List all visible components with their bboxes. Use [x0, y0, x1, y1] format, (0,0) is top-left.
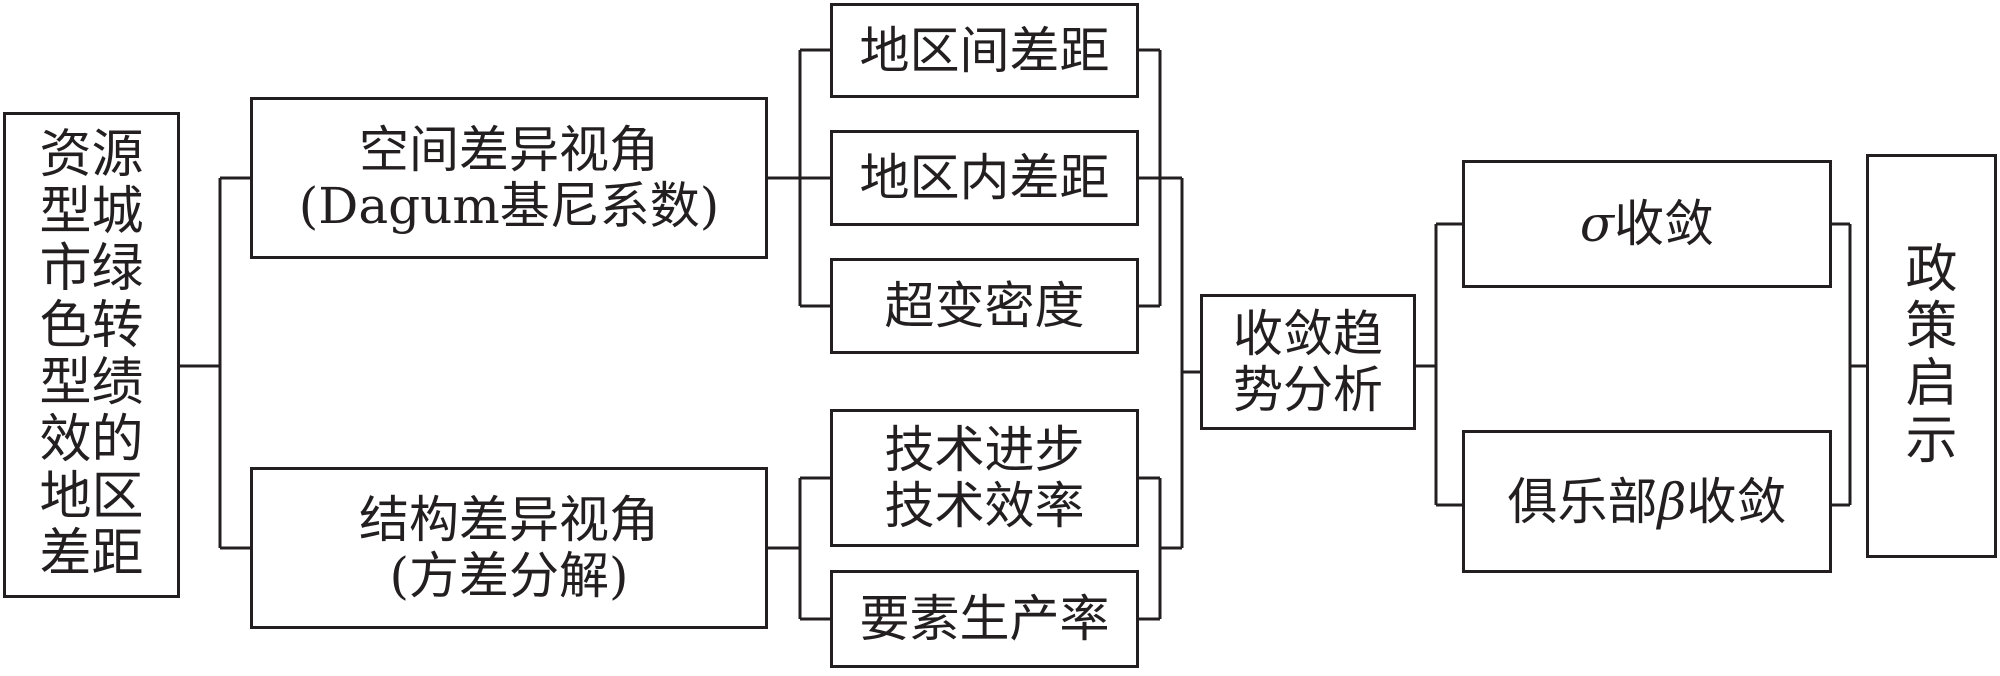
root-text-line: 资源 — [39, 125, 144, 185]
root-box: 资源 型城 市绿 色转 型绩 效的 地区 差距 — [3, 112, 180, 598]
connector-items-to-convergence — [1139, 48, 1200, 621]
policy-implications-box: 政 策 启 示 — [1866, 154, 1997, 558]
policy-text-line: 政 — [1905, 240, 1958, 300]
tech-progress-label: 技术进步 — [884, 421, 1085, 479]
sigma-convergence-label: σ收敛 — [1580, 196, 1714, 252]
convergence-analysis-line: 收敛趋 — [1233, 305, 1383, 363]
root-text-line: 型城 — [39, 182, 144, 242]
sigma-convergence-text: 收敛 — [1614, 195, 1715, 253]
inter-regional-gap-box: 地区间差距 — [830, 3, 1139, 98]
connector-root-bracket — [180, 176, 250, 550]
root-text-line: 型绩 — [39, 353, 144, 413]
club-beta-convergence-label: 俱乐部β收敛 — [1508, 474, 1787, 530]
sigma-symbol: σ — [1579, 195, 1615, 253]
club-prefix: 俱乐部 — [1507, 472, 1658, 531]
root-text-line: 市绿 — [39, 239, 144, 299]
policy-text-line: 示 — [1905, 411, 1958, 471]
convergence-analysis-box: 收敛趋 势分析 — [1200, 294, 1416, 430]
root-text-line: 效的 — [39, 410, 144, 470]
inter-regional-gap-label: 地区间差距 — [859, 21, 1110, 80]
root-text-line: 色转 — [39, 296, 144, 356]
structural-perspective-title: 结构差异视角 — [359, 491, 659, 549]
club-beta-convergence-box: 俱乐部β收敛 — [1462, 430, 1832, 573]
club-convergence-text: 收敛 — [1686, 472, 1787, 531]
intra-regional-gap-label: 地区内差距 — [859, 149, 1110, 207]
policy-text-line: 策 — [1905, 297, 1958, 357]
factor-productivity-box: 要素生产率 — [830, 570, 1139, 668]
structural-perspective-box: 结构差异视角 (方差分解) — [250, 467, 768, 629]
connector-policy-bracket — [1832, 222, 1866, 507]
tech-progress-efficiency-box: 技术进步 技术效率 — [830, 409, 1139, 547]
root-text-line: 地区 — [39, 467, 144, 527]
connector-structural-bracket — [768, 476, 830, 621]
spatial-perspective-title: 空间差异视角 — [359, 121, 659, 179]
hypervariable-density-label: 超变密度 — [884, 277, 1085, 335]
policy-text-line: 启 — [1905, 354, 1958, 414]
factor-productivity-label: 要素生产率 — [859, 590, 1110, 648]
root-text-line: 差距 — [39, 524, 144, 584]
sigma-convergence-box: σ收敛 — [1462, 160, 1832, 288]
tech-efficiency-label: 技术效率 — [884, 477, 1085, 535]
connector-convergence-bracket — [1416, 222, 1462, 507]
convergence-analysis-line: 势分析 — [1233, 361, 1383, 419]
intra-regional-gap-box: 地区内差距 — [830, 130, 1139, 226]
connector-spatial-bracket — [768, 48, 830, 308]
spatial-perspective-box: 空间差异视角 (Dagum基尼系数) — [250, 97, 768, 259]
spatial-perspective-method: (Dagum基尼系数) — [298, 177, 720, 235]
hypervariable-density-box: 超变密度 — [830, 258, 1139, 354]
structural-perspective-method: (方差分解) — [389, 547, 629, 605]
beta-symbol: β — [1657, 472, 1687, 531]
